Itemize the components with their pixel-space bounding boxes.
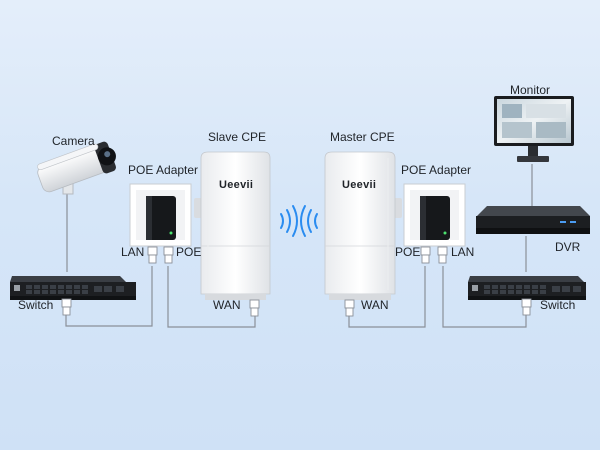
- switch-right-icon: [468, 276, 586, 300]
- switch-right-label: Switch: [540, 298, 576, 312]
- wifi-signal-icon: [280, 205, 318, 237]
- monitor-label: Monitor: [510, 83, 551, 97]
- wan-left-label: WAN: [213, 298, 241, 312]
- ethernet-plug-icon: [61, 298, 72, 316]
- monitor-icon: [494, 96, 574, 162]
- slave-cpe-icon: [194, 151, 271, 300]
- cable-poe-wan-left: [167, 266, 256, 328]
- dvr-label: DVR: [555, 240, 581, 254]
- poe-right-label: POE: [395, 245, 421, 259]
- master-cpe-brand: Ueevii: [342, 179, 377, 191]
- dvr-icon: [476, 206, 590, 234]
- cable-lan-switch-right: [442, 266, 527, 328]
- switch-left-label: Switch: [18, 298, 54, 312]
- switch-left-icon: [10, 276, 136, 300]
- lan-left-label: LAN: [121, 245, 145, 259]
- cables: [65, 164, 533, 328]
- ethernet-plug-icon: [147, 246, 158, 264]
- poe-left-label: POE: [176, 245, 202, 259]
- wan-right-label: WAN: [361, 298, 389, 312]
- ethernet-plug-icon: [344, 299, 355, 317]
- ethernet-plug-icon: [420, 246, 431, 264]
- cable-wan-poe-right: [348, 266, 426, 328]
- ethernet-plug-icon: [163, 246, 174, 264]
- poe-adapter-left-icon: [129, 183, 192, 247]
- camera-label: Camera: [52, 134, 95, 148]
- ethernet-plug-icon: [521, 298, 532, 316]
- camera-icon: [37, 141, 116, 195]
- master-cpe-label: Master CPE: [330, 130, 395, 144]
- master-cpe-icon: [324, 151, 402, 300]
- cable-switch-lan: [65, 266, 153, 327]
- lan-right-label: LAN: [451, 245, 475, 259]
- poe-adapter-left-label: POE Adapter: [128, 163, 199, 177]
- poe-adapter-right-label: POE Adapter: [401, 163, 472, 177]
- poe-adapter-right-icon: [403, 183, 466, 247]
- ethernet-plug-icon: [437, 246, 448, 264]
- ethernet-plug-icon: [249, 299, 260, 317]
- slave-cpe-brand: Ueevii: [219, 179, 254, 191]
- ethernet-plug-icons: [61, 246, 532, 317]
- slave-cpe-label: Slave CPE: [208, 130, 267, 144]
